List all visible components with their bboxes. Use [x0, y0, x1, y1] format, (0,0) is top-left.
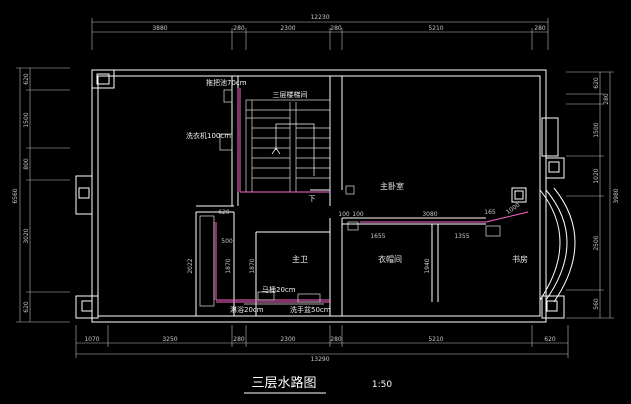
basin-fixture	[297, 293, 321, 303]
label-mop-sink: 拖把池70cm	[206, 78, 247, 87]
dim-top-seg-1: 3880	[152, 25, 167, 32]
dim-right-seg-4: 1020	[593, 168, 600, 183]
study-valve	[485, 225, 501, 237]
dim-right-total: 3980	[613, 188, 620, 203]
dim-1655: 1655	[370, 233, 385, 240]
dim-165: 165	[484, 209, 496, 216]
dim-bottom-total: 13290	[310, 356, 329, 363]
dim-bottom-seg-5: 280	[330, 336, 342, 343]
dimension-lines	[16, 18, 614, 358]
toilet-fixture	[257, 291, 275, 301]
label-closet: 衣帽间	[378, 254, 402, 264]
water-pipes	[213, 88, 529, 303]
dim-left-seg-1: 620	[23, 73, 30, 85]
label-down: 下	[309, 195, 316, 203]
dim-bottom-seg-6: 5210	[428, 336, 443, 343]
drawing-title-block: 三层水路图 1:50	[244, 375, 392, 394]
stair-treads	[252, 127, 330, 179]
dim-right-seg-1: 620	[593, 77, 600, 89]
label-shower: 淋浴20cm	[230, 305, 264, 314]
dim-top-seg-5: 5210	[428, 25, 443, 32]
floor-drain-a	[345, 185, 355, 195]
dim-right-seg-2: 280	[603, 93, 610, 105]
drawing-title: 三层水路图	[251, 375, 316, 391]
dim-2022: 2022	[187, 258, 194, 273]
dim-1870-b: 1870	[249, 258, 256, 273]
dim-top-total: 12230	[310, 14, 329, 21]
floor-drain-b	[347, 221, 359, 231]
dim-left-seg-4: 3020	[23, 228, 30, 243]
dim-100-b: 100	[352, 211, 364, 218]
dim-left-seg-2: 1500	[23, 112, 30, 127]
dim-left-seg-3: 800	[23, 158, 30, 170]
dim-top-seg-3: 2300	[280, 25, 295, 32]
label-master-bath: 主卫	[292, 254, 308, 264]
shower-fixture	[199, 215, 215, 307]
dim-bottom-seg-1: 1070	[84, 336, 99, 343]
dimension-text: 12230 3880 280 2300 280 5210 280 1070 32…	[12, 14, 620, 363]
dim-top-seg-6: 280	[534, 25, 546, 32]
label-master-bedroom: 主卧室	[380, 181, 404, 191]
dim-3080: 3080	[422, 211, 437, 218]
staircase	[245, 99, 331, 193]
dim-1870-a: 1870	[225, 258, 232, 273]
label-stair: 三层楼梯间	[273, 90, 308, 99]
dim-top-seg-2: 280	[233, 25, 245, 32]
fixtures	[199, 89, 501, 307]
label-study: 书房	[512, 254, 528, 264]
washer-fixture	[219, 133, 233, 151]
columns	[75, 69, 565, 319]
dim-1940: 1940	[424, 258, 431, 273]
drawing-scale: 1:50	[372, 380, 392, 390]
outer-walls	[91, 69, 576, 323]
dim-100-a: 100	[338, 211, 350, 218]
dim-right-seg-3: 1500	[593, 122, 600, 137]
dim-bottom-seg-3: 280	[233, 336, 245, 343]
dim-bottom-seg-7: 620	[544, 336, 556, 343]
room-labels: 三层楼梯间 拖把池70cm 洗衣机100cm 下 主卧室 主卫 衣帽间 书房 马…	[186, 78, 528, 314]
mop-sink-fixture	[223, 89, 233, 103]
dim-right-seg-6: 560	[593, 298, 600, 310]
label-basin: 洗手盆50cm	[290, 305, 331, 314]
label-toilet: 马桶20cm	[262, 285, 296, 294]
dim-bottom-seg-2: 3250	[162, 336, 177, 343]
dim-left-seg-5: 620	[23, 301, 30, 313]
dim-bottom-seg-4: 2300	[280, 336, 295, 343]
dim-right-seg-5: 2500	[593, 235, 600, 250]
dim-top-seg-4: 280	[330, 25, 342, 32]
dim-left-total: 6560	[12, 188, 19, 203]
dim-620: 620	[218, 209, 230, 216]
dim-1355: 1355	[454, 233, 469, 240]
label-washer: 洗衣机100cm	[186, 131, 231, 140]
dim-500: 500	[221, 238, 233, 245]
